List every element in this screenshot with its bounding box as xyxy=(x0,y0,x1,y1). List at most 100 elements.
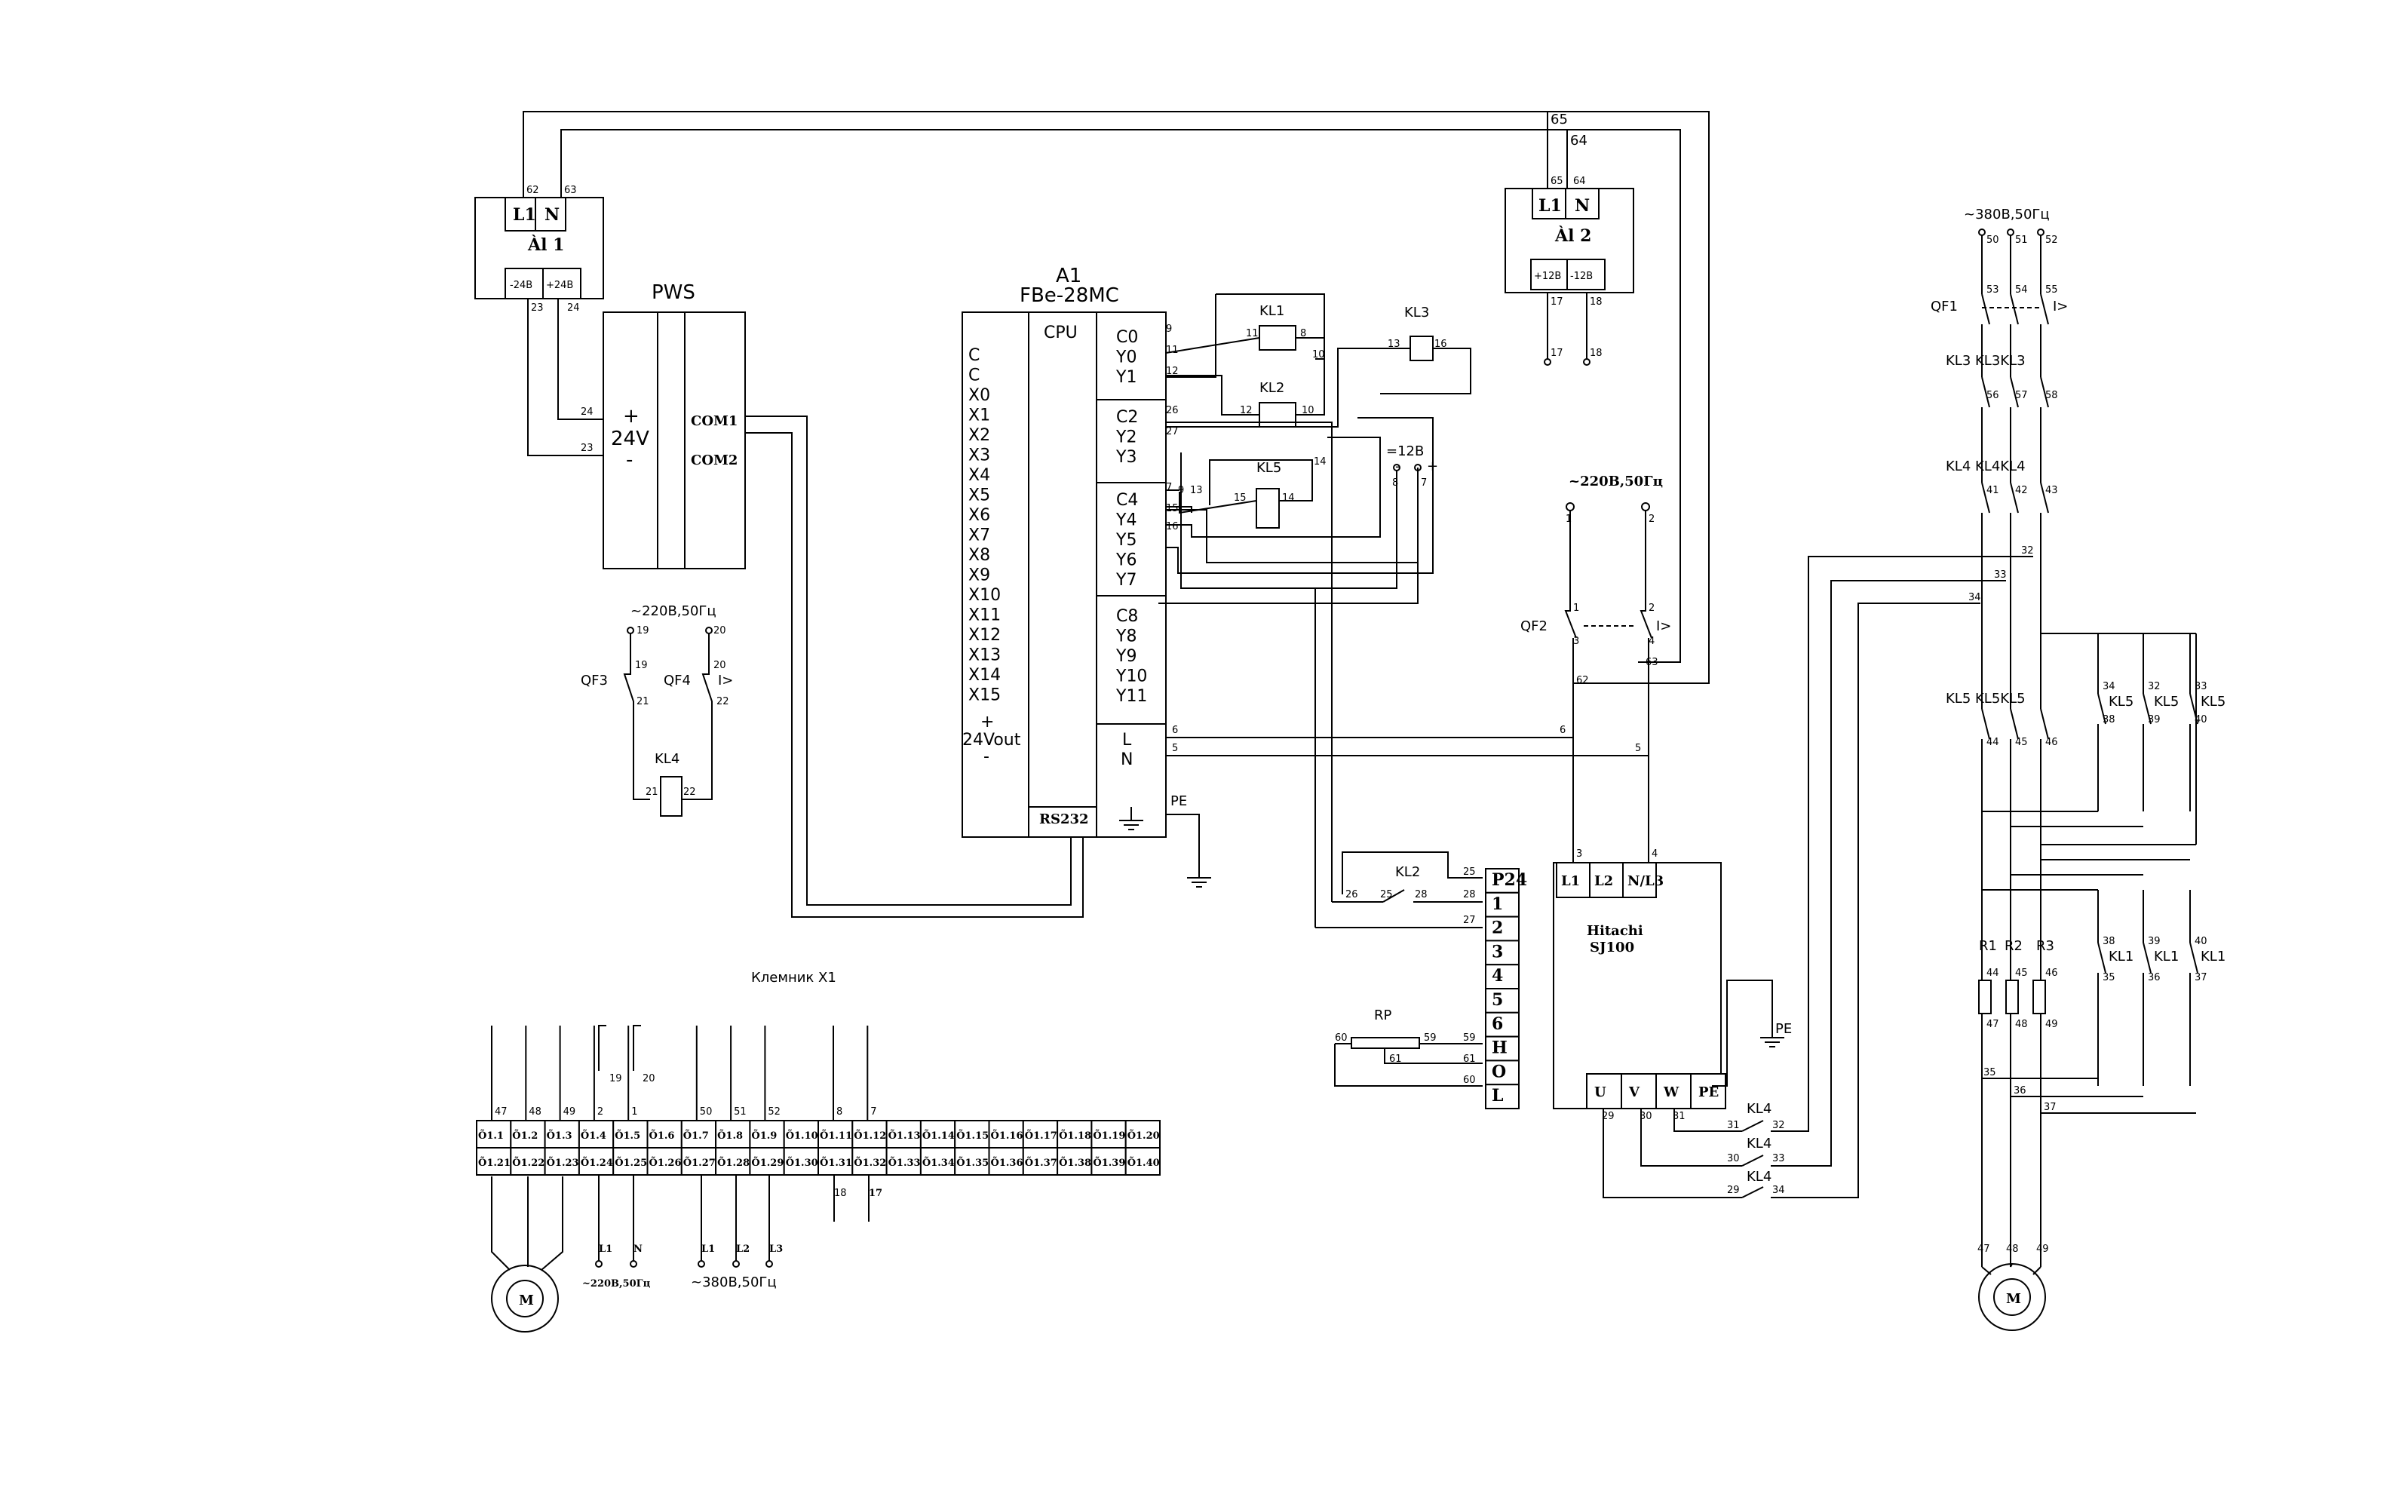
kl5-side-wire: 32 xyxy=(2148,681,2161,692)
bus-number: 34 xyxy=(1968,592,1981,603)
kl3-power-label: KL3 KL3KL3 xyxy=(1946,353,2026,369)
a1-input-x9: X9 xyxy=(968,566,990,585)
wire-8: 8 xyxy=(1300,328,1306,339)
terminal-bottom-label: Õ1.33 xyxy=(888,1157,921,1169)
terminal-bottom-label: Õ1.40 xyxy=(1127,1157,1160,1169)
a1-output-y7: Y7 xyxy=(1115,571,1137,590)
wire-62: 62 xyxy=(526,185,539,196)
wire-59b: 59 xyxy=(1463,1032,1476,1044)
qf1-overcurrent: I> xyxy=(2053,299,2068,314)
a1-output-c0: C0 xyxy=(1116,328,1138,347)
wire-18: 18 xyxy=(1590,296,1603,308)
vfd-terminal-label: 5 xyxy=(1492,990,1503,1010)
ground-icon xyxy=(1187,877,1211,888)
terminal-wire-number: 1 xyxy=(631,1106,637,1118)
qf2-label: QF2 xyxy=(1520,618,1548,634)
wire-5: 5 xyxy=(1172,743,1178,754)
vfd-terminal-label: 4 xyxy=(1492,966,1503,986)
supply-terminal xyxy=(630,1260,637,1268)
a1-cpu: CPU xyxy=(1044,324,1078,342)
qf3-label: QF3 xyxy=(581,673,608,689)
a1-pe: PE xyxy=(1170,793,1187,809)
kl4-coil-label: KL4 xyxy=(655,751,679,767)
wire-15b: 15 xyxy=(1234,492,1247,504)
kl1-side-wire: 40 xyxy=(2195,936,2207,947)
r3-label: R3 xyxy=(2036,938,2054,954)
terminal-top-label: Õ1.10 xyxy=(786,1130,818,1142)
kl1-bus: 35 xyxy=(1983,1067,1996,1078)
vfd-input-l1 xyxy=(1556,862,1591,898)
a1-input-c: C xyxy=(968,346,980,365)
pws-com1: COM1 xyxy=(691,413,738,429)
motor-left-label: M xyxy=(519,1293,534,1308)
v12-label: =12В xyxy=(1386,443,1424,459)
term-wire-18: 18 xyxy=(834,1188,847,1199)
terminal-bottom-6 xyxy=(646,1147,683,1176)
wire-14: 14 xyxy=(1282,492,1295,504)
wire-21: 21 xyxy=(637,696,649,707)
a1-input-x1: X1 xyxy=(968,406,990,425)
pws-title: PWS xyxy=(652,281,695,304)
power-wire-number: 56 xyxy=(1986,390,1999,401)
al1-plus24: +24В xyxy=(546,280,573,291)
vfd-input-l2 xyxy=(1589,862,1624,898)
wire-23: 23 xyxy=(531,302,544,314)
wire-14b: 14 xyxy=(1314,456,1327,468)
terminal-top-label: Õ1.4 xyxy=(581,1130,606,1142)
vfd-model: SJ100 xyxy=(1590,940,1634,955)
wire-13: 13 xyxy=(1388,339,1400,350)
wire-63b: 63 xyxy=(1646,657,1658,668)
wire-10b: 10 xyxy=(1302,405,1314,416)
a1-input-x15: X15 xyxy=(968,686,1001,705)
vfd-terminal-label: 2 xyxy=(1492,919,1503,938)
a1-input-x14: X14 xyxy=(968,666,1001,685)
power-terminal xyxy=(2037,228,2044,236)
rp-label: RP xyxy=(1374,1007,1392,1023)
terminal-bottom-label: Õ1.22 xyxy=(512,1157,544,1169)
kl1-side-wire: 35 xyxy=(2103,972,2115,983)
power-wire-number: 51 xyxy=(2015,235,2028,246)
kl2-contact-label: KL2 xyxy=(1395,864,1420,880)
wire-24: 24 xyxy=(567,302,580,314)
terminal-top-label: Õ1.15 xyxy=(956,1130,989,1142)
kl1-side-wire: 39 xyxy=(2148,936,2161,947)
wire-5b: 5 xyxy=(1635,743,1641,754)
term-v220-label: ~220В,50Гц xyxy=(582,1278,651,1290)
wire-61b: 61 xyxy=(1463,1053,1476,1065)
kl5-power-label: KL5 KL5KL5 xyxy=(1946,691,2026,707)
supply-terminal xyxy=(765,1260,773,1268)
wire xyxy=(2010,482,2019,514)
vfd-terminal-label: O xyxy=(1492,1062,1506,1081)
wire-61: 61 xyxy=(1389,1053,1402,1065)
wire-60b: 60 xyxy=(1463,1075,1476,1086)
a1-input-x6: X6 xyxy=(968,506,990,525)
al1-name: Àl 1 xyxy=(527,235,564,255)
wire-12: 12 xyxy=(1240,405,1253,416)
kl5-side-label: KL5 xyxy=(2154,694,2179,710)
resistor-wire-number: 46 xyxy=(2045,968,2058,979)
al2-n-label: N xyxy=(1575,196,1590,216)
wire-2: 2 xyxy=(1649,514,1655,525)
a1-n: N xyxy=(1121,750,1133,769)
wire xyxy=(2010,708,2019,740)
a1-model: FBe-28MC xyxy=(1020,284,1119,307)
a1-output-c4: C4 xyxy=(1116,491,1138,510)
wire-3: 3 xyxy=(1573,636,1579,647)
wire xyxy=(2010,293,2019,325)
resistor-wire-number: 45 xyxy=(2015,968,2028,979)
term-wire-20: 20 xyxy=(643,1073,655,1084)
vfd-terminal-2 xyxy=(1485,915,1520,942)
vfd-terminal-label: L xyxy=(1492,1086,1503,1106)
al1-l1-label: L1 xyxy=(513,205,536,225)
wire-33: 33 xyxy=(1772,1153,1785,1164)
terminal-bottom-label: Õ1.30 xyxy=(786,1157,818,1169)
